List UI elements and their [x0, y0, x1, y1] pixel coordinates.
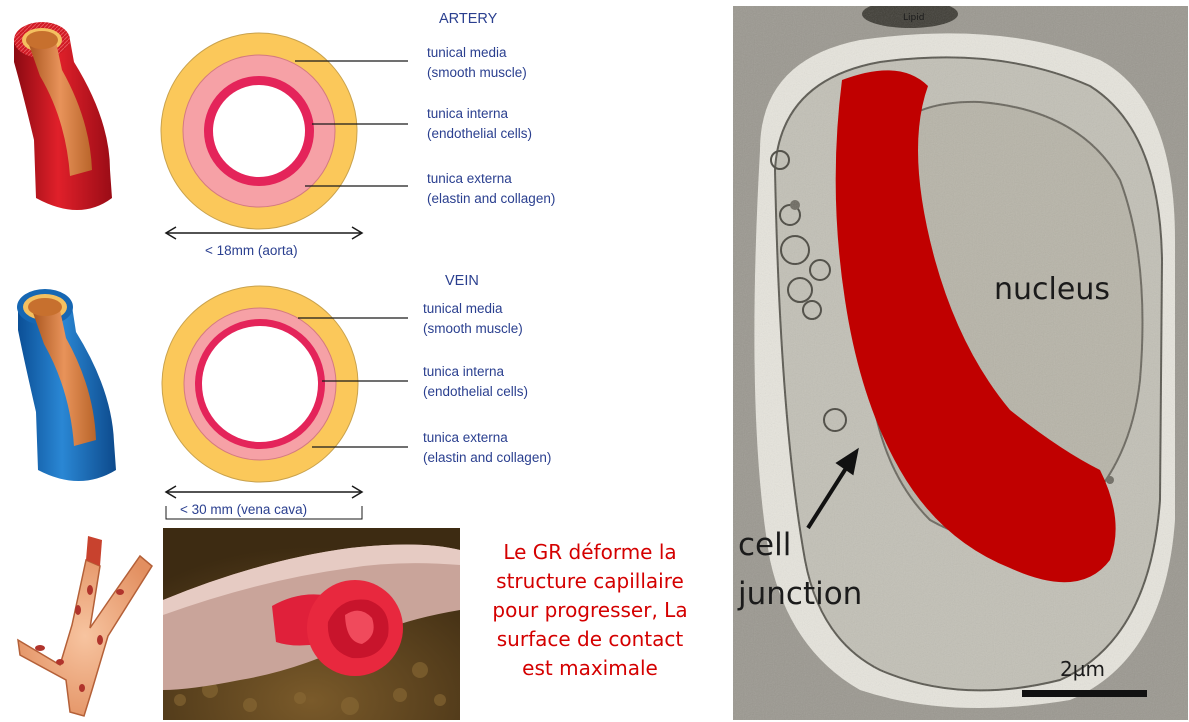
junction-label: junction — [737, 576, 862, 612]
vein-media-label: tunical media — [423, 301, 503, 316]
artery-media-label: tunical media — [427, 45, 507, 60]
cell-label: cell — [738, 527, 791, 563]
artery-diameter-label: < 18mm (aorta) — [205, 243, 298, 258]
vein-interna-label: tunica interna — [423, 364, 505, 379]
vein-cross-section — [162, 286, 358, 482]
caption-line: Le GR déforme la — [470, 538, 710, 567]
artery-3d-icon — [14, 22, 112, 210]
artery-media-sub: (smooth muscle) — [427, 65, 527, 80]
vein-diameter-arrow — [166, 486, 362, 498]
vein-externa-sub: (elastin and collagen) — [423, 450, 551, 465]
vein-interna-sub: (endothelial cells) — [423, 384, 528, 399]
artery-interna-label: tunica interna — [427, 106, 509, 121]
rbc-overlay — [836, 70, 1116, 582]
artery-cross-section — [161, 33, 357, 229]
lipid-label: Lipid — [903, 13, 924, 23]
caption-line: surface de contact — [470, 625, 710, 654]
caption-text: Le GR déforme la structure capillaire po… — [470, 538, 710, 683]
artery-externa-sub: (elastin and collagen) — [427, 191, 555, 206]
artery-title: ARTERY — [439, 11, 498, 27]
capillary-illustration — [18, 536, 152, 716]
scale-bar — [1022, 690, 1147, 697]
vein-externa-label: tunica externa — [423, 430, 508, 445]
scale-label: 2µm — [1060, 657, 1105, 681]
caption-line: structure capillaire — [470, 567, 710, 596]
caption-line: est maximale — [470, 654, 710, 683]
nucleus-label: nucleus — [994, 272, 1110, 307]
artery-externa-label: tunica externa — [427, 171, 512, 186]
vein-diameter-label: < 30 mm (vena cava) — [180, 502, 307, 517]
junction-arrow — [808, 452, 856, 528]
artery-interna-sub: (endothelial cells) — [427, 126, 532, 141]
caption-line: pour progresser, La — [470, 596, 710, 625]
sem-rbc-image — [163, 528, 460, 720]
vein-media-sub: (smooth muscle) — [423, 321, 523, 336]
vein-title: VEIN — [445, 273, 479, 289]
vein-3d-icon — [17, 289, 116, 481]
